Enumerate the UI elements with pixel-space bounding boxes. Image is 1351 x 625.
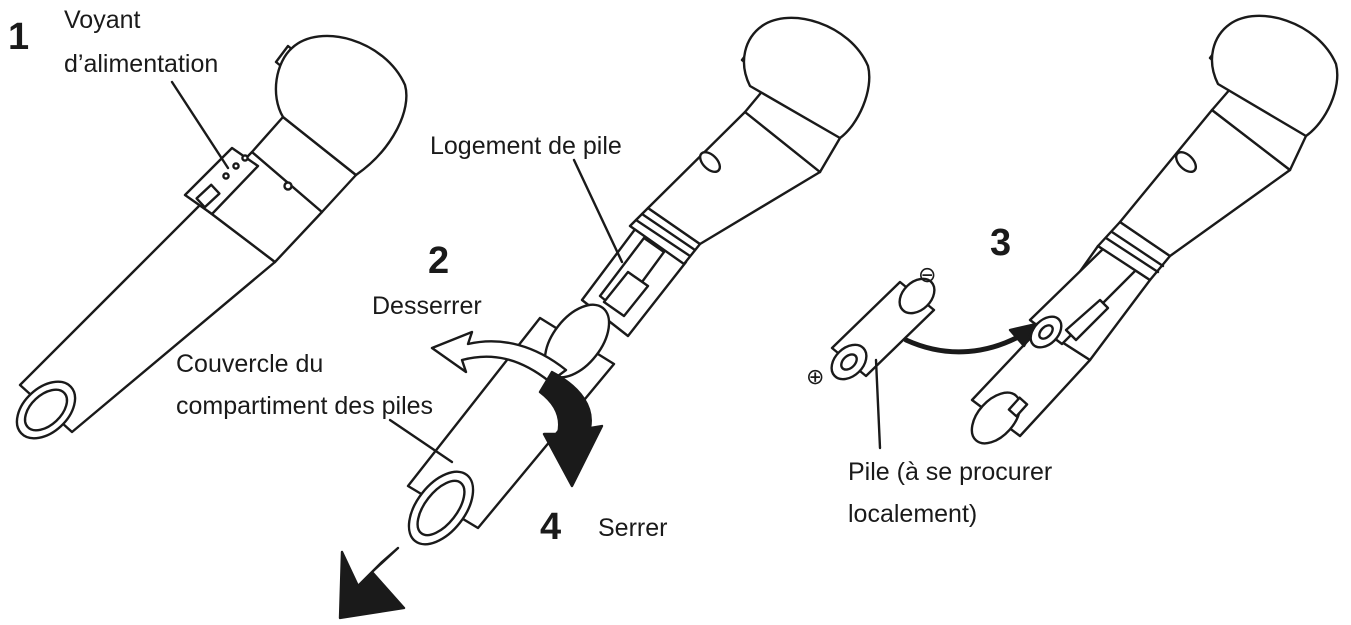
cover-label-line2: compartiment des piles [176,392,434,420]
insert-arrow [903,333,1023,355]
tighten-arrow [538,370,604,488]
battery-label-line1: Pile (à se procurer [848,458,1053,486]
step-3-number: 3 [990,222,1012,264]
negative-terminal-symbol: ⊖ [918,262,937,287]
microphone-2 [388,16,871,546]
battery [830,277,936,450]
remove-cover-arrow [338,546,406,620]
cover-label-line1: Couvercle du [176,350,324,378]
microphone-1 [15,34,408,440]
power-indicator-label-line1: Voyant [64,6,141,34]
battery-housing-label: Logement de pile [430,132,622,160]
microphone-3 [970,14,1339,445]
loosen-label: Desserrer [372,292,482,320]
step-2-number: 2 [428,240,450,282]
positive-terminal-symbol: ⊕ [806,364,825,389]
power-indicator-label-line2: d’alimentation [64,50,219,78]
tighten-label: Serrer [598,514,668,542]
loosen-arrow [430,330,568,384]
step-4-number: 4 [540,506,562,548]
step-1-number: 1 [8,16,30,58]
battery-label-line2: localement) [848,500,978,528]
